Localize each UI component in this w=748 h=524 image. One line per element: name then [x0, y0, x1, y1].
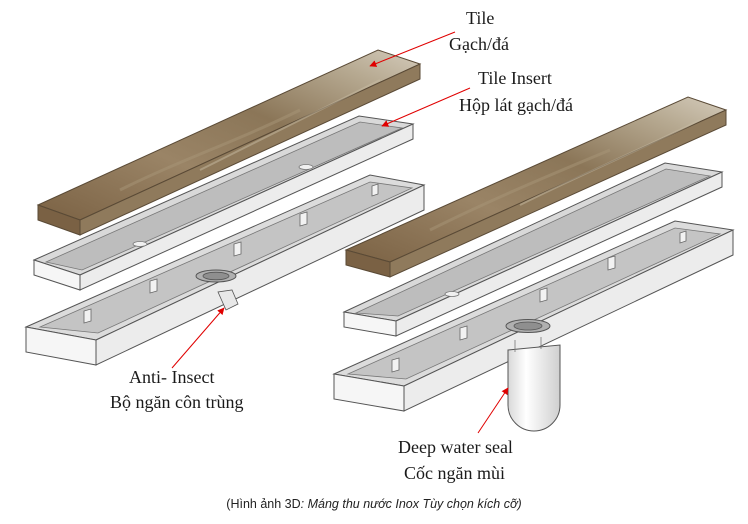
label-tile-insert-vi: Hộp lát gạch/đá	[459, 95, 573, 115]
right-tile-insert	[342, 162, 724, 337]
label-tile-vi: Gạch/đá	[449, 34, 509, 54]
label-deep-water-seal-vi: Cốc ngăn mùi	[404, 463, 505, 483]
caption-prefix: (Hình ảnh 3D	[226, 497, 301, 511]
left-tile	[36, 49, 422, 236]
label-anti-insect-en: Anti- Insect	[129, 367, 215, 387]
right-tile	[344, 96, 728, 278]
right-channel	[332, 220, 735, 432]
label-deep-water-seal-en: Deep water seal	[398, 437, 513, 457]
label-anti-insect-vi: Bộ ngăn côn trùng	[110, 392, 244, 412]
pointer-arrows	[171, 31, 509, 434]
caption-suffix: : Máng thu nước Inox Tùy chọn kích cỡ)	[300, 497, 522, 511]
left-tile-insert	[32, 115, 415, 291]
label-tile-insert-en: Tile Insert	[478, 68, 552, 88]
label-tile-en: Tile	[466, 8, 495, 28]
left-channel	[24, 174, 426, 366]
figure-caption: (Hình ảnh 3D: Máng thu nước Inox Tùy chọ…	[0, 497, 748, 511]
